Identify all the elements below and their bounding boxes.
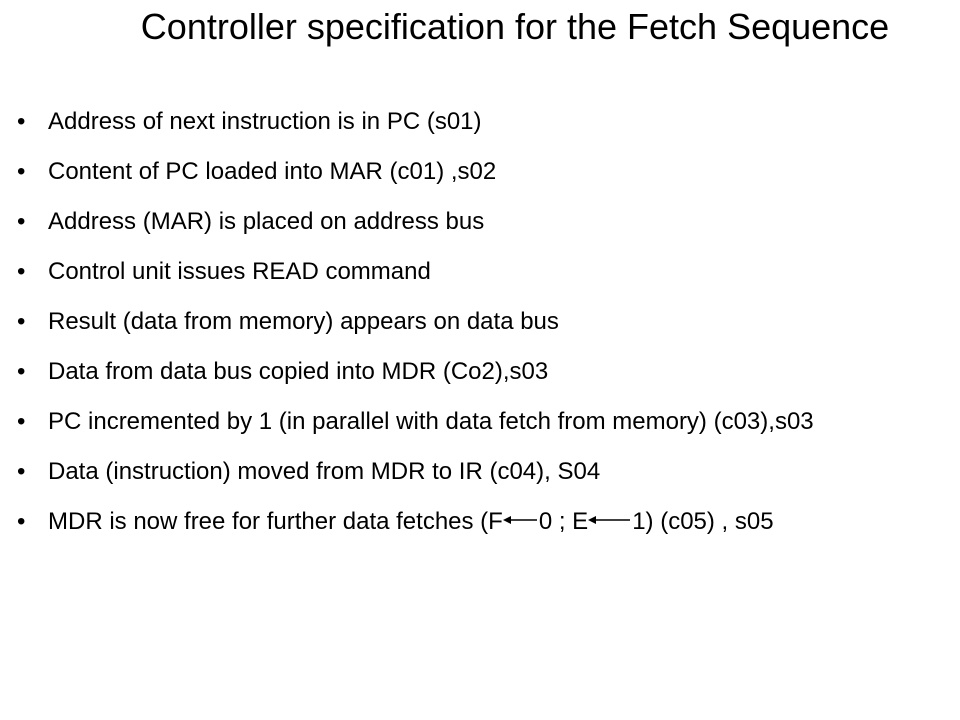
- list-item: • Address of next instruction is in PC (…: [0, 106, 960, 137]
- list-item: • Data (instruction) moved from MDR to I…: [0, 456, 960, 487]
- list-item: • PC incremented by 1 (in parallel with …: [0, 406, 960, 437]
- bullet-dot: •: [17, 158, 26, 185]
- list-item: • Control unit issues READ command: [0, 256, 960, 287]
- bullet-text: Address (MAR) is placed on address bus: [48, 208, 485, 235]
- bullet-text: Data from data bus copied into MDR (Co2)…: [48, 358, 549, 385]
- list-item-last: • MDR is now free for further data fetch…: [0, 506, 960, 537]
- bullet-dot: •: [17, 308, 26, 335]
- list-item: • Result (data from memory) appears on d…: [0, 306, 960, 337]
- bullet-dot: •: [17, 208, 26, 235]
- list-item: • Address (MAR) is placed on address bus: [0, 206, 960, 237]
- slide-title: Controller specification for the Fetch S…: [140, 6, 890, 47]
- bullet-text-part1: MDR is now free for further data fetches…: [48, 508, 503, 535]
- bullet-dot: •: [17, 408, 26, 435]
- bullet-dot: •: [17, 108, 26, 135]
- bullet-text: Result (data from memory) appears on dat…: [48, 308, 559, 335]
- bullet-text: Control unit issues READ command: [48, 258, 431, 285]
- bullet-text-part3: 1) (c05) , s05: [632, 508, 774, 535]
- bullet-dot: •: [17, 258, 26, 285]
- bullet-dot: •: [17, 358, 26, 385]
- bullet-text: Data (instruction) moved from MDR to IR …: [48, 458, 601, 485]
- list-item: • Content of PC loaded into MAR (c01) ,s…: [0, 156, 960, 187]
- bullet-list: • Address of next instruction is in PC (…: [0, 106, 960, 556]
- left-arrow-icon: [502, 515, 537, 524]
- bullet-text: Content of PC loaded into MAR (c01) ,s02: [48, 158, 497, 185]
- list-item: • Data from data bus copied into MDR (Co…: [0, 356, 960, 387]
- bullet-text: PC incremented by 1 (in parallel with da…: [48, 408, 814, 435]
- left-arrow-icon: [588, 515, 631, 524]
- bullet-dot: •: [17, 508, 26, 535]
- bullet-text: Address of next instruction is in PC (s0…: [48, 108, 482, 135]
- bullet-text-part2: 0 ; E: [538, 508, 589, 535]
- bullet-dot: •: [17, 458, 26, 485]
